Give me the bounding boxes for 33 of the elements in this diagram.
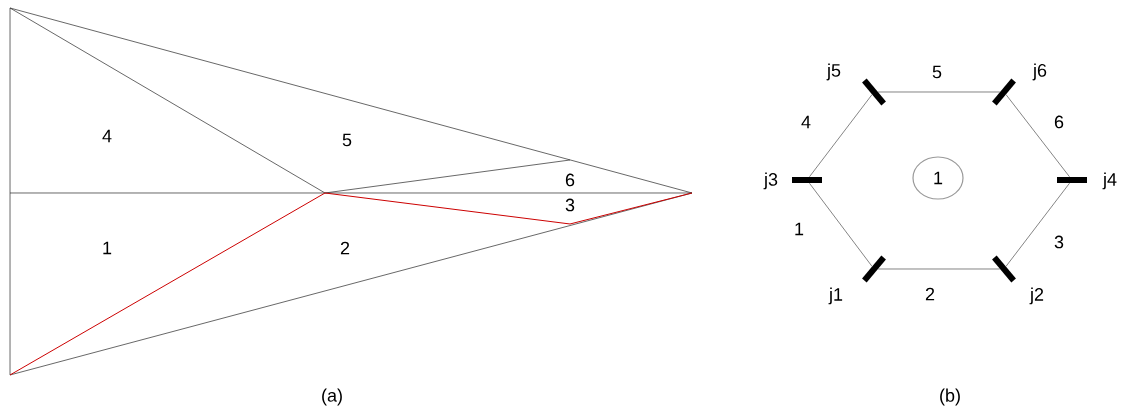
connector-line <box>877 91 1001 93</box>
region-number: 5 <box>342 133 352 147</box>
junction-bar <box>792 177 822 183</box>
junction-bar <box>1057 177 1087 183</box>
panel-caption: (b) <box>940 388 960 406</box>
circle-node: 1 <box>912 156 964 200</box>
connector-line <box>1005 94 1070 178</box>
junction-label: j2 <box>1029 287 1044 305</box>
region-number: 2 <box>340 241 350 255</box>
junction-label: j1 <box>828 287 843 305</box>
junction-label: j4 <box>1102 172 1117 190</box>
edge-label: 3 <box>1053 234 1065 250</box>
region-number: 4 <box>102 129 112 143</box>
junction-label: j6 <box>1032 63 1047 81</box>
edge-label: 4 <box>800 114 812 130</box>
connector-line <box>809 94 873 178</box>
junction-label: j3 <box>763 172 778 190</box>
region-number: 3 <box>565 198 575 212</box>
edge-label: 2 <box>924 286 936 302</box>
edge-label: 6 <box>1053 114 1065 130</box>
connector-line <box>809 182 873 267</box>
panel-caption: (a) <box>322 388 342 406</box>
connector-line <box>877 268 1001 270</box>
junction-bar <box>992 78 1016 106</box>
edge-label: 1 <box>793 221 805 237</box>
junction-bar <box>862 78 886 106</box>
junction-bar <box>862 255 886 283</box>
connector-line <box>1005 182 1070 267</box>
edge-label: 5 <box>931 64 943 80</box>
junction-bar <box>992 255 1016 283</box>
region-number: 6 <box>565 173 575 187</box>
junction-label: j5 <box>826 63 841 81</box>
region-number: 1 <box>103 241 112 255</box>
